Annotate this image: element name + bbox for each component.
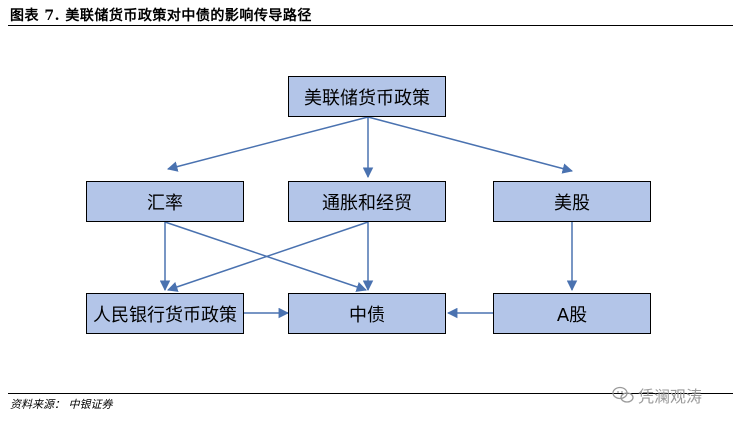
source-note: 资料来源： 中银证券 xyxy=(10,398,113,411)
top-divider xyxy=(8,25,733,26)
watermark-text: 凭澜观涛 xyxy=(638,387,703,406)
wechat-icon xyxy=(612,386,634,403)
node-fx-rate: 汇率 xyxy=(86,181,244,222)
arrow-inflation-to-pboc xyxy=(167,221,369,292)
figure-title: 图表 7. 美联储货币政策对中债的影响传导路径 xyxy=(10,8,312,24)
node-us-stocks: 美股 xyxy=(493,181,651,222)
arrow-fx-to-chinabonds xyxy=(164,221,367,292)
arrow-fed-to-usstocks xyxy=(367,116,574,174)
watermark: 凭澜观涛 xyxy=(612,383,702,407)
arrow-fed-to-fx xyxy=(166,116,369,172)
node-fed-policy: 美联储货币政策 xyxy=(288,76,446,117)
node-pboc-policy: 人民银行货币政策 xyxy=(86,293,244,334)
bottom-divider xyxy=(8,393,733,394)
node-china-bonds: 中债 xyxy=(288,293,446,334)
node-a-shares: A股 xyxy=(493,293,651,334)
node-inflation-trade: 通胀和经贸 xyxy=(288,181,446,222)
